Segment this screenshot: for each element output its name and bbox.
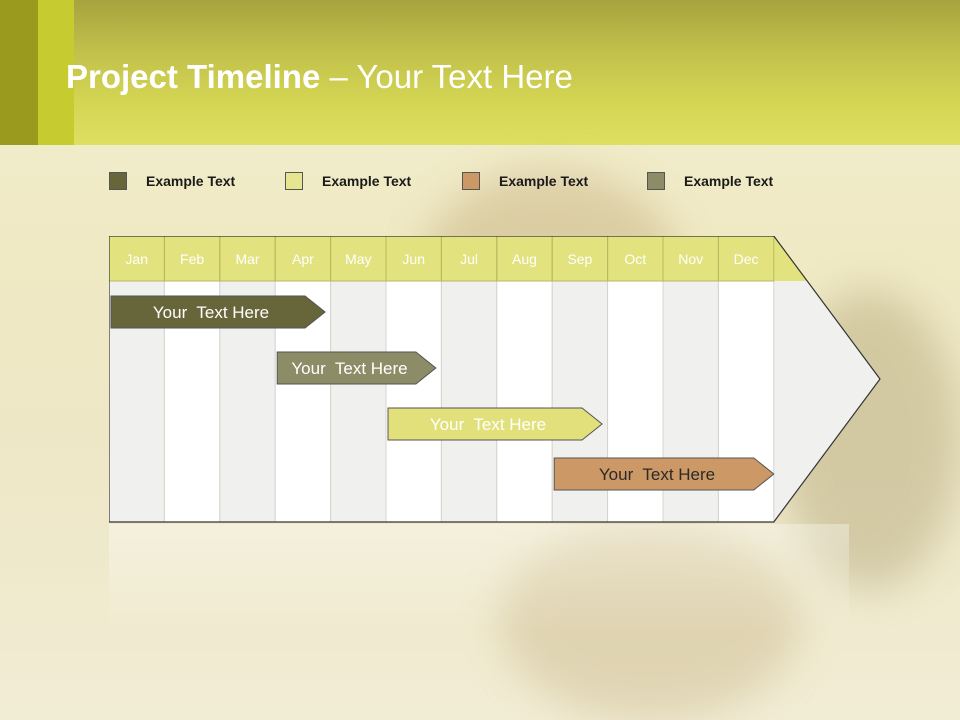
legend-label: Example Text (499, 173, 589, 189)
month-label: Sep (567, 251, 592, 267)
month-label: Oct (624, 251, 646, 267)
month-label: Aug (512, 251, 537, 267)
task-bar-label: Your Text Here (291, 359, 407, 378)
legend-label: Example Text (322, 173, 412, 189)
legend-swatch (109, 172, 127, 190)
month-label: Dec (734, 251, 759, 267)
legend-label: Example Text (146, 173, 236, 189)
month-label: Mar (235, 251, 259, 267)
month-header-band (109, 236, 808, 281)
timeline-outline (109, 236, 881, 523)
task-bar (276, 351, 437, 385)
month-column (496, 280, 553, 523)
legend-swatch (285, 172, 303, 190)
task-bar (553, 457, 775, 491)
header-banner: Project Timeline – Your Text Here (0, 0, 960, 145)
legend-item: Example Text (109, 171, 235, 191)
task-bar-label: Your Text Here (599, 465, 715, 484)
month-column (440, 280, 498, 523)
timeline-chart: Jan Feb Mar Apr May Jun Jul Aug Sep Oct Nov DecYour… (109, 236, 881, 523)
month-label: Jul (460, 251, 478, 267)
task-bar-label: Your Text Here (153, 303, 269, 322)
legend-swatch (462, 172, 480, 190)
slide-title-bold: Project Timeline (66, 58, 321, 95)
month-label: Jun (402, 251, 425, 267)
slide-title-rest: – Your Text Here (320, 58, 573, 95)
month-column (385, 280, 442, 523)
month-label: Jan (125, 251, 148, 267)
month-header-cell (717, 236, 775, 282)
task-bar (110, 295, 326, 329)
background-photo-shape (500, 520, 800, 720)
month-label: Apr (292, 251, 314, 267)
timeline-reflection (109, 524, 849, 634)
header-accent-strip-dark (0, 0, 38, 145)
legend-item: Example Text (647, 171, 773, 191)
legend-item: Example Text (462, 171, 588, 191)
header-accent-strip-light (38, 0, 74, 145)
task-bar (387, 407, 603, 441)
month-label: May (345, 251, 371, 267)
task-bar-label: Your Text Here (430, 415, 546, 434)
month-column (330, 280, 387, 523)
slide-title: Project Timeline – Your Text Here (66, 58, 573, 96)
legend-swatch (647, 172, 665, 190)
legend-label: Example Text (684, 173, 774, 189)
legend-item: Example Text (285, 171, 411, 191)
month-label: Nov (678, 251, 703, 267)
month-label: Feb (180, 251, 204, 267)
